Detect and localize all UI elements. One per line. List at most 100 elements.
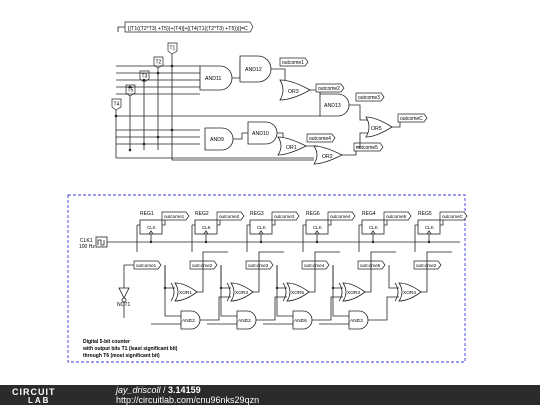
register-output-tag	[383, 211, 412, 221]
and-gate-2: AND6	[263, 265, 343, 330]
clock-frequency: 100 Hz	[79, 244, 95, 250]
and-body	[236, 310, 257, 330]
feedback-tag	[189, 260, 218, 270]
xor-back-curve	[170, 282, 175, 302]
schematic-canvas[interactable]: [(T1((T2*T3) +T5))+(T4)]+[(T4(T1((T2*T3)…	[0, 0, 540, 385]
formula-text: [(T1((T2*T3) +T5))+(T4)]+[(T4(T1((T2*T3)…	[128, 26, 248, 32]
outcome3-label: outcome3	[358, 95, 380, 101]
and-label: AND2	[182, 318, 195, 324]
and-body	[180, 310, 201, 330]
xor-back-curve	[394, 282, 399, 302]
register-clk-label: CLK	[425, 225, 434, 230]
xor-back-curve	[338, 282, 343, 302]
not1-output-wire	[123, 264, 134, 318]
or2-output	[342, 150, 357, 156]
register-input-wire	[302, 224, 306, 252]
xor-wires	[276, 251, 340, 293]
input-tag-t1	[167, 42, 178, 55]
feedback-tag	[245, 260, 274, 270]
circuit-url[interactable]: http://circuitlab.com/cnu96nks29qzn	[116, 395, 260, 405]
or2-input-wires	[116, 150, 314, 161]
feedback-column-0: outcome1	[133, 260, 162, 270]
or1-label: OR1	[286, 145, 297, 151]
xor-label: XOR3	[235, 290, 248, 296]
xor-wires	[388, 251, 452, 293]
feedback-column-1: outcome2	[189, 260, 218, 270]
and13-wires	[200, 104, 370, 121]
feedback-label: outcome2	[416, 263, 437, 268]
counter-frame	[67, 194, 466, 363]
and-wires	[207, 265, 287, 325]
outcome3-tag	[355, 92, 385, 102]
xor-label: XOR1	[179, 290, 192, 296]
input-tag-t2	[153, 56, 164, 69]
and-gate-3: AND3	[319, 265, 399, 330]
input-tag-t3	[139, 70, 150, 83]
logic-network: [(T1((T2*T3) +T5))+(T4)]+[(T4(T1((T2*T3)…	[111, 21, 428, 165]
clock-wave-icon	[97, 239, 105, 246]
clock-junction	[149, 240, 153, 244]
input-label-t5: T5	[128, 88, 134, 94]
feedback-label: outcome1	[136, 263, 157, 268]
outcome1-label: outcome1	[282, 60, 304, 66]
outcome5-tag	[353, 142, 384, 152]
clock-junction	[427, 240, 431, 244]
footer-bar	[0, 385, 540, 405]
counter-note-line2: with output bits T1 (least significant b…	[82, 346, 178, 352]
and13-label: AND13	[324, 103, 341, 109]
author-name[interactable]: jay_driscoll	[116, 385, 161, 395]
author-line: jay_driscoll / 3.14159	[116, 385, 201, 395]
feedback-column-2: outcome3	[245, 260, 274, 270]
input-label-t3: T3	[142, 74, 148, 80]
or5-label: OR5	[371, 126, 382, 132]
feedback-label: outcome5	[360, 263, 381, 268]
outcomec-label: outcomeC	[400, 116, 423, 122]
register-q-wire	[440, 220, 444, 226]
register-input-wire	[191, 224, 195, 252]
register-input-wire	[414, 224, 418, 252]
feedback-column-4: outcome5	[357, 260, 386, 270]
author-separator: /	[160, 385, 169, 395]
register-q-wire	[217, 220, 221, 226]
register-output-label: outcome5	[386, 214, 407, 219]
clock-label: CLK1	[80, 238, 93, 244]
not1-gate: NOT1	[117, 264, 134, 318]
and-junction	[219, 286, 223, 290]
outcome2-label: outcome2	[318, 86, 340, 92]
and9-gate	[204, 127, 234, 151]
input-tag-t4	[111, 98, 122, 111]
register-clk-label: CLK	[313, 225, 322, 230]
logo-text-bottom: LAB	[28, 396, 51, 405]
register-clk-label: CLK	[257, 225, 266, 230]
and-wires	[319, 265, 399, 325]
feedback-label: outcome2	[192, 263, 213, 268]
xor-body	[286, 282, 310, 302]
outcome1-tag	[279, 57, 309, 67]
register-output-label: outcome2	[219, 214, 240, 219]
and-gate-1: AND2	[207, 265, 287, 330]
and-label: AND6	[294, 318, 307, 324]
outcomec-tag	[397, 113, 428, 123]
xor-gate-2: XOR5	[276, 251, 340, 302]
and12-label: AND12	[245, 67, 262, 73]
input-tag-t5	[125, 84, 136, 97]
register-clk-label: CLK	[369, 225, 378, 230]
register-label: REG4	[362, 211, 376, 217]
register-label: REG5	[418, 211, 432, 217]
xor-wires	[332, 251, 396, 293]
register-label: REG1	[140, 211, 154, 217]
register-output-tag	[271, 211, 300, 221]
counter-note-line3: through T6 (most significant bit)	[83, 353, 160, 359]
outcome4-label: outcome4	[309, 136, 331, 142]
register-q-wire	[384, 220, 388, 226]
feedback-tag	[133, 260, 162, 270]
and11-gate	[199, 65, 233, 91]
register-output-tag	[439, 211, 468, 221]
or1-gate	[277, 136, 307, 156]
and10-label: AND10	[252, 131, 269, 137]
clock-edge-icon	[148, 230, 154, 235]
